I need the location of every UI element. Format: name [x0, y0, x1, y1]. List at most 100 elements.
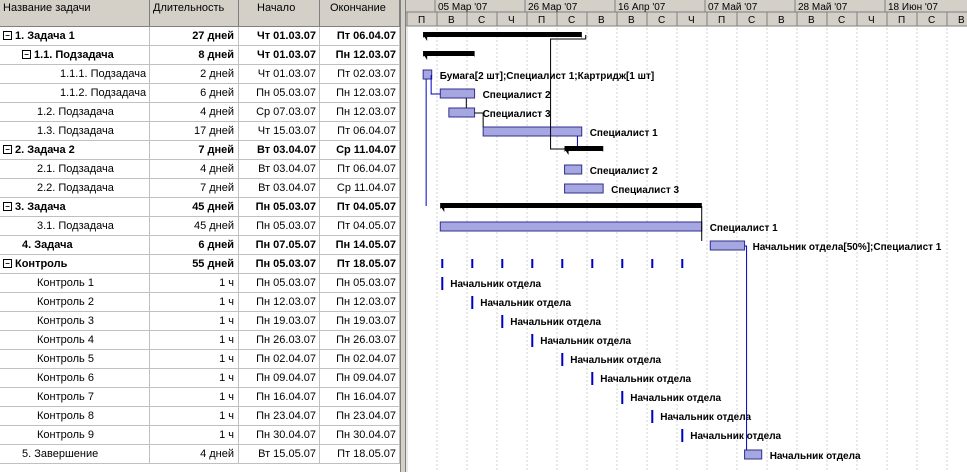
task-duration[interactable]: 1 ч — [150, 350, 239, 368]
task-name-cell[interactable]: −1. Задача 1 — [0, 27, 150, 45]
task-bar[interactable] — [439, 88, 476, 99]
task-finish[interactable]: Ср 11.04.07 — [320, 141, 400, 159]
task-finish[interactable]: Пн 02.04.07 — [320, 350, 400, 368]
task-start[interactable]: Чт 15.03.07 — [239, 122, 320, 140]
task-finish[interactable]: Пт 04.05.07 — [320, 198, 400, 216]
task-start[interactable]: Чт 01.03.07 — [239, 27, 320, 45]
task-start[interactable]: Пн 05.03.07 — [239, 198, 320, 216]
collapse-toggle-icon[interactable]: − — [3, 259, 12, 268]
milestone-bar[interactable] — [591, 372, 594, 385]
summary-bar[interactable] — [423, 51, 475, 56]
task-start[interactable]: Пн 05.03.07 — [239, 84, 320, 102]
task-name-cell[interactable]: Контроль 1 — [0, 274, 150, 292]
task-bar[interactable] — [709, 240, 746, 251]
task-name-cell[interactable]: 1.1.2. Подзадача — [0, 84, 150, 102]
task-finish[interactable]: Пт 18.05.07 — [320, 445, 400, 463]
column-header-duration[interactable]: Длительность — [150, 0, 239, 26]
task-name-cell[interactable]: −2. Задача 2 — [0, 141, 150, 159]
task-duration[interactable]: 1 ч — [150, 388, 239, 406]
task-finish[interactable]: Пн 26.03.07 — [320, 331, 400, 349]
task-name-cell[interactable]: 2.2. Подзадача — [0, 179, 150, 197]
task-duration[interactable]: 55 дней — [150, 255, 239, 273]
task-name-cell[interactable]: −1.1. Подзадача — [0, 46, 150, 64]
task-finish[interactable]: Пн 12.03.07 — [320, 84, 400, 102]
task-finish[interactable]: Пн 12.03.07 — [320, 103, 400, 121]
task-name-cell[interactable]: 1.3. Подзадача — [0, 122, 150, 140]
task-start[interactable]: Ср 07.03.07 — [239, 103, 320, 121]
summary-bar[interactable] — [564, 146, 604, 151]
task-duration[interactable]: 2 дней — [150, 65, 239, 83]
task-bar[interactable] — [448, 107, 476, 118]
task-finish[interactable]: Пт 02.03.07 — [320, 65, 400, 83]
task-finish[interactable]: Пн 23.04.07 — [320, 407, 400, 425]
task-bar[interactable] — [439, 221, 703, 232]
milestone-bar[interactable] — [561, 353, 564, 366]
task-start[interactable]: Пн 05.03.07 — [239, 255, 320, 273]
task-name-cell[interactable]: 1.2. Подзадача — [0, 103, 150, 121]
column-header-name[interactable]: Название задачи — [0, 0, 150, 26]
task-finish[interactable]: Пт 18.05.07 — [320, 255, 400, 273]
task-name-cell[interactable]: Контроль 4 — [0, 331, 150, 349]
task-start[interactable]: Пн 16.04.07 — [239, 388, 320, 406]
task-duration[interactable]: 1 ч — [150, 426, 239, 444]
task-finish[interactable]: Пн 12.03.07 — [320, 293, 400, 311]
task-start[interactable]: Пн 23.04.07 — [239, 407, 320, 425]
task-finish[interactable]: Пн 12.03.07 — [320, 46, 400, 64]
task-bar[interactable] — [482, 126, 583, 137]
task-duration[interactable]: 7 дней — [150, 179, 239, 197]
task-duration[interactable]: 1 ч — [150, 293, 239, 311]
task-start[interactable]: Чт 01.03.07 — [239, 65, 320, 83]
task-duration[interactable]: 8 дней — [150, 46, 239, 64]
column-header-finish[interactable]: Окончание — [320, 0, 400, 26]
task-finish[interactable]: Пт 04.05.07 — [320, 217, 400, 235]
collapse-toggle-icon[interactable]: − — [3, 31, 12, 40]
task-start[interactable]: Вт 03.04.07 — [239, 160, 320, 178]
task-duration[interactable]: 6 дней — [150, 236, 239, 254]
task-name-cell[interactable]: 3.1. Подзадача — [0, 217, 150, 235]
task-duration[interactable]: 1 ч — [150, 331, 239, 349]
task-bar[interactable] — [422, 69, 433, 80]
task-name-cell[interactable]: −Контроль — [0, 255, 150, 273]
task-start[interactable]: Пн 30.04.07 — [239, 426, 320, 444]
task-finish[interactable]: Пт 06.04.07 — [320, 122, 400, 140]
milestone-bar[interactable] — [501, 315, 504, 328]
task-duration[interactable]: 27 дней — [150, 27, 239, 45]
task-finish[interactable]: Пт 06.04.07 — [320, 160, 400, 178]
column-header-start[interactable]: Начало — [239, 0, 320, 26]
task-finish[interactable]: Ср 11.04.07 — [320, 179, 400, 197]
task-start[interactable]: Вт 15.05.07 — [239, 445, 320, 463]
task-duration[interactable]: 17 дней — [150, 122, 239, 140]
task-name-cell[interactable]: Контроль 6 — [0, 369, 150, 387]
task-duration[interactable]: 1 ч — [150, 369, 239, 387]
task-name-cell[interactable]: 5. Завершение — [0, 445, 150, 463]
collapse-toggle-icon[interactable]: − — [3, 145, 12, 154]
task-start[interactable]: Пн 07.05.07 — [239, 236, 320, 254]
pane-splitter[interactable] — [400, 0, 406, 472]
collapse-toggle-icon[interactable]: − — [22, 50, 31, 59]
task-start[interactable]: Пн 26.03.07 — [239, 331, 320, 349]
task-start[interactable]: Чт 01.03.07 — [239, 46, 320, 64]
summary-bar[interactable] — [440, 203, 702, 208]
task-bar[interactable] — [564, 183, 604, 194]
collapse-toggle-icon[interactable]: − — [3, 202, 12, 211]
task-duration[interactable]: 45 дней — [150, 198, 239, 216]
task-duration[interactable]: 4 дней — [150, 103, 239, 121]
task-finish[interactable]: Пн 16.04.07 — [320, 388, 400, 406]
task-bar[interactable] — [744, 449, 763, 460]
task-name-cell[interactable]: Контроль 9 — [0, 426, 150, 444]
task-start[interactable]: Вт 03.04.07 — [239, 179, 320, 197]
